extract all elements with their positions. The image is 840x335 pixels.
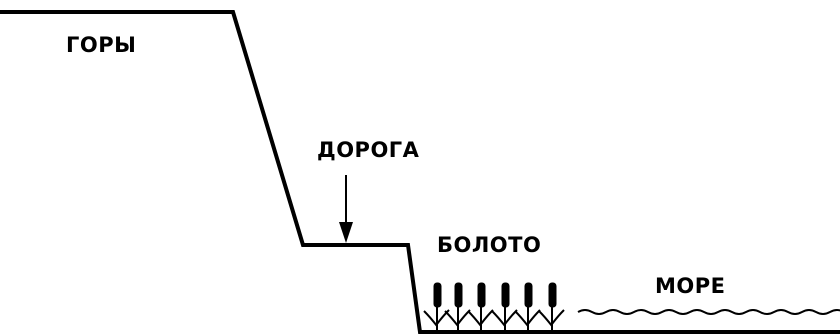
reed [538,282,565,330]
road-label: ДОРОГА [317,138,420,162]
road-arrow [339,175,353,243]
swamp-reeds [423,282,565,330]
mountains-label: ГОРЫ [66,33,137,57]
reed [514,282,541,330]
swamp-label: БОЛОТО [437,233,542,257]
reed [467,282,494,330]
reed [444,282,471,330]
reed [423,282,450,330]
terrain-profile-line [0,10,840,334]
reed [491,282,518,330]
sea-label: МОРЕ [655,274,726,298]
sea-waves [577,309,840,315]
